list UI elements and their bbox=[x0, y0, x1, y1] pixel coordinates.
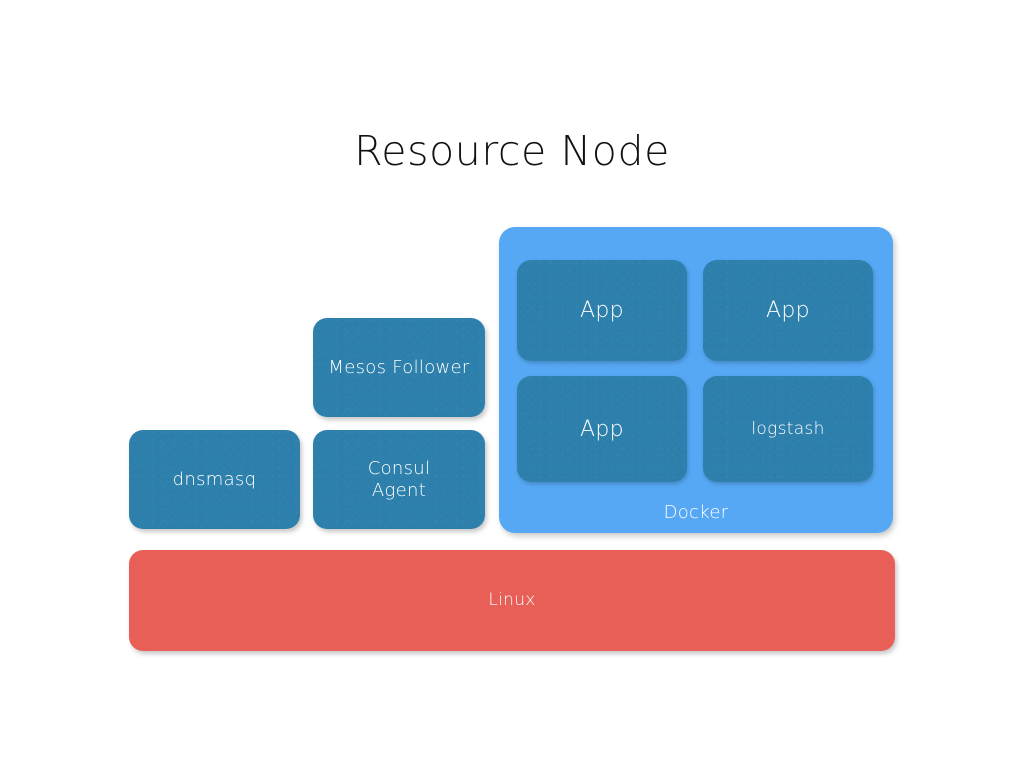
service-box-mesos-follower[interactable]: Mesos Follower bbox=[313, 318, 485, 417]
container-box-app-2[interactable]: App bbox=[703, 260, 873, 361]
container-label-logstash: logstash bbox=[751, 419, 825, 439]
slide-title: Resource Node bbox=[354, 127, 670, 175]
service-box-consul-agent[interactable]: Consul Agent bbox=[313, 430, 485, 529]
platform-label-linux: Linux bbox=[488, 590, 536, 611]
platform-box-linux[interactable]: Linux bbox=[129, 550, 895, 651]
container-label-app-1: App bbox=[580, 298, 624, 323]
service-label-mesos-follower: Mesos Follower bbox=[328, 356, 470, 378]
docker-group-label: Docker bbox=[663, 502, 729, 523]
container-label-app-2: App bbox=[766, 298, 810, 323]
docker-container-group[interactable]: App App App logstash Docker bbox=[499, 227, 893, 533]
container-box-logstash[interactable]: logstash bbox=[703, 376, 873, 482]
consul-agent-line-2: Agent bbox=[371, 479, 427, 501]
service-box-dnsmasq[interactable]: dnsmasq bbox=[129, 430, 300, 529]
service-label-consul-agent: Consul Agent bbox=[368, 458, 431, 502]
container-label-app-3: App bbox=[580, 416, 624, 442]
container-box-app-3[interactable]: App bbox=[517, 376, 687, 482]
container-box-app-1[interactable]: App bbox=[517, 260, 687, 361]
service-label-dnsmasq: dnsmasq bbox=[172, 468, 257, 490]
consul-agent-line-1: Consul bbox=[367, 457, 431, 479]
